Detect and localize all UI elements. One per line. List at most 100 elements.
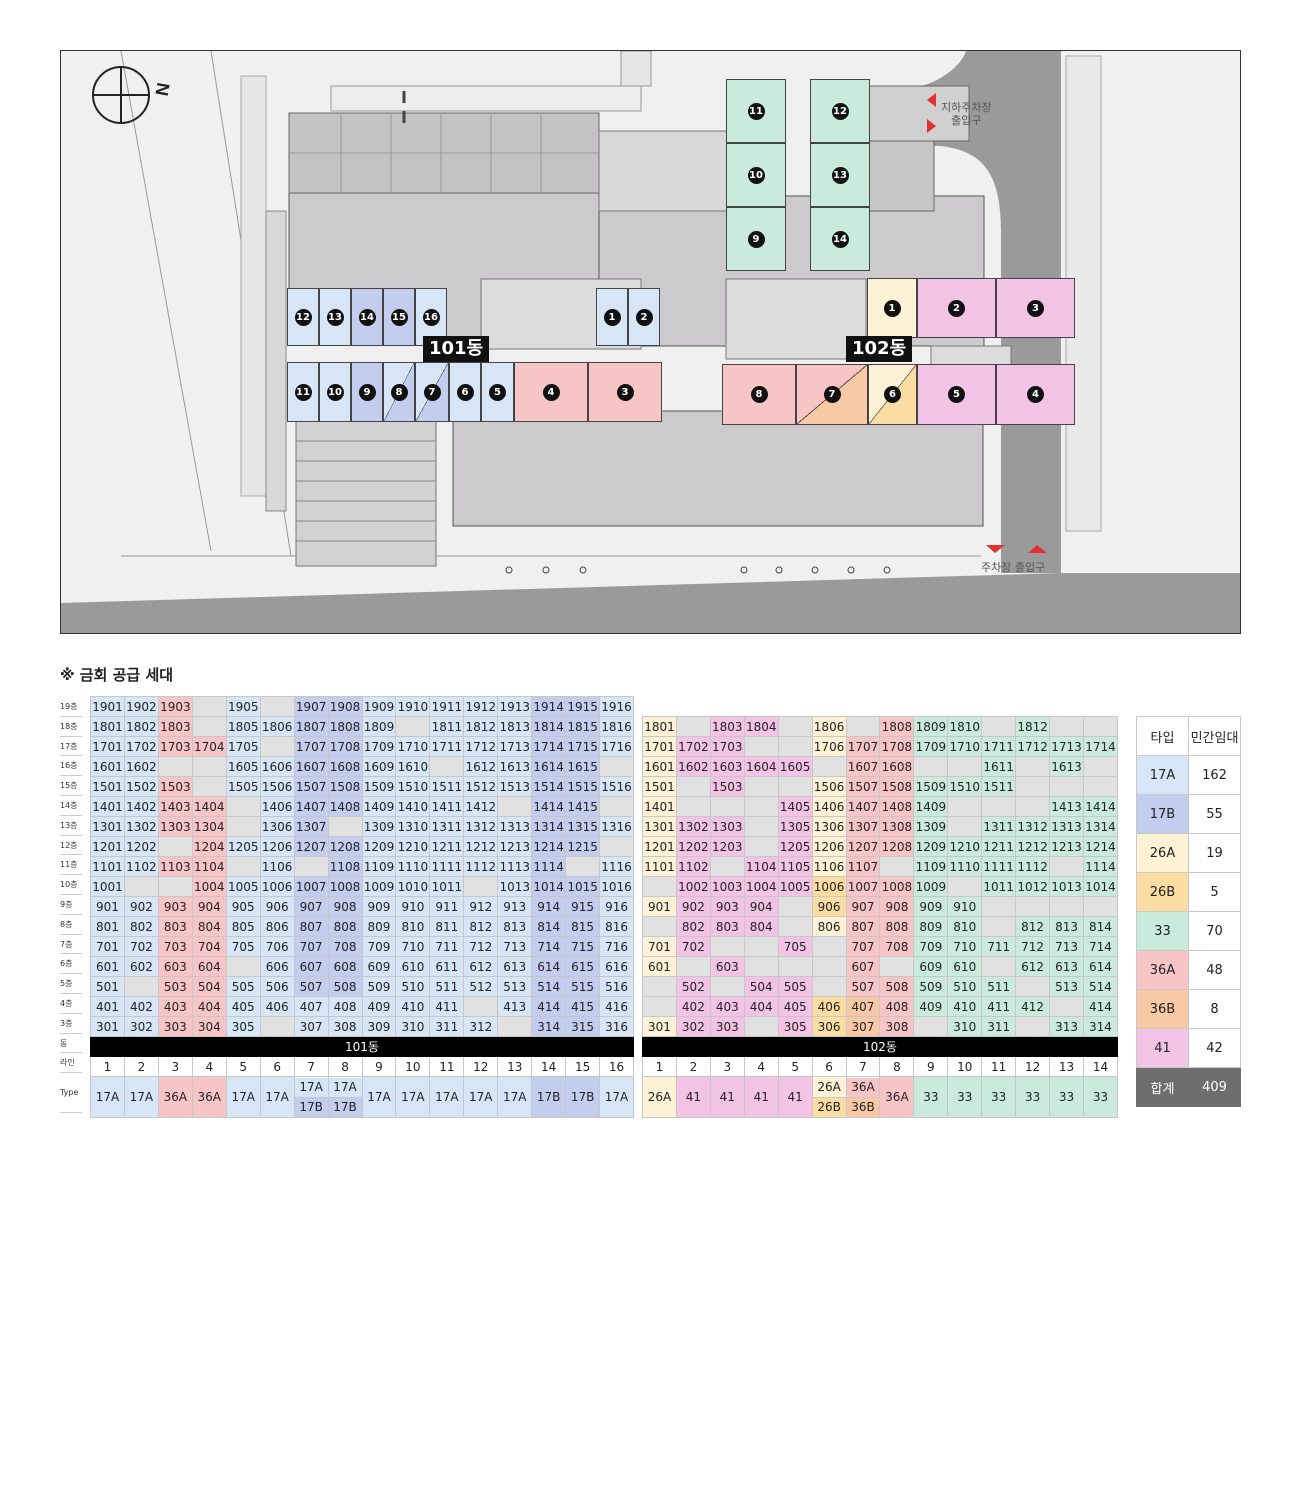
unit-cell: 1203 [709, 836, 745, 857]
unit-cell: 503 [157, 976, 193, 997]
unit-cell: 1909 [361, 696, 397, 717]
unit-cell: 811 [429, 916, 465, 937]
unit-cell [981, 916, 1017, 937]
unit-cell: 508 [327, 976, 363, 997]
unit-cell: 414 [1082, 996, 1119, 1017]
unit-cell: 1301 [90, 816, 125, 837]
unit-cell: 1015 [565, 876, 601, 897]
unit-cell [879, 956, 915, 977]
unit-number-badge: 9 [747, 230, 765, 248]
unit-number-badge: 7 [423, 383, 441, 401]
unit-number-badge: 2 [948, 299, 965, 317]
unit-cell: 708 [879, 936, 915, 957]
unit-cell: 1002 [675, 876, 711, 897]
unit-cell: 1110 [395, 856, 431, 877]
line-number: 15 [565, 1056, 601, 1077]
unit-cell: 1302 [675, 816, 711, 837]
unit-cell [777, 736, 813, 757]
unit-cell: 612 [463, 956, 499, 977]
unit-cell: 1001 [90, 876, 125, 897]
unit-cell: 1009 [913, 876, 949, 897]
type-cell: 17B [531, 1076, 567, 1118]
unit-cell: 705 [777, 936, 813, 957]
unit-cell: 1116 [599, 856, 634, 877]
unit-cell [642, 876, 677, 897]
unit-cell: 813 [497, 916, 533, 937]
unit-cell: 1014 [1082, 876, 1119, 897]
unit-cell [1082, 756, 1119, 777]
unit-cell [1082, 896, 1119, 917]
unit-cell [395, 716, 431, 737]
unit-number-badge: 15 [390, 308, 408, 326]
unit-cell: 808 [879, 916, 915, 937]
unit-cell: 309 [361, 1016, 397, 1037]
unit-cell: 1701 [90, 736, 125, 757]
unit-cell [981, 716, 1017, 737]
unit-cell: 806 [811, 916, 847, 937]
unit-cell: 1011 [981, 876, 1017, 897]
unit-cell: 1306 [259, 816, 295, 837]
unit-cell [497, 1016, 533, 1037]
site-unit-102-13: 13 [810, 143, 870, 207]
unit-cell: 308 [327, 1016, 363, 1037]
type-cell: 17A [429, 1076, 465, 1118]
unit-cell: 314 [531, 1016, 567, 1037]
unit-cell: 506 [259, 976, 295, 997]
unit-cell: 1715 [565, 736, 601, 757]
unit-cell: 1007 [293, 876, 329, 897]
unit-cell [743, 836, 779, 857]
unit-cell: 1207 [845, 836, 881, 857]
type-cell: 17A [599, 1076, 634, 1118]
floor-label: 10층 [60, 875, 82, 895]
line-number: 5 [225, 1056, 261, 1077]
unit-cell: 1907 [293, 696, 329, 717]
unit-cell: 1412 [463, 796, 499, 817]
unit-cell: 1607 [293, 756, 329, 777]
unit-cell: 1406 [259, 796, 295, 817]
line-number: 12 [1015, 1056, 1051, 1077]
unit-cell: 1712 [463, 736, 499, 757]
site-unit-101-3: 3 [588, 362, 662, 422]
unit-cell: 1014 [531, 876, 567, 897]
unit-cell: 702 [123, 936, 159, 957]
unit-cell: 606 [259, 956, 295, 977]
type-cell: 36A [191, 1076, 227, 1118]
unit-cell: 1508 [879, 776, 915, 797]
unit-cell [1049, 996, 1084, 1017]
type-label: 26A [813, 1077, 846, 1098]
unit-cell: 1303 [157, 816, 193, 837]
site-unit-101-9: 9 [351, 362, 383, 422]
unit-cell: 416 [599, 996, 634, 1017]
unit-cell [225, 956, 261, 977]
unit-cell: 907 [293, 896, 329, 917]
unit-cell: 1710 [395, 736, 431, 757]
unit-cell: 406 [259, 996, 295, 1017]
unit-cell [225, 856, 261, 877]
unit-cell [981, 956, 1017, 977]
unit-cell: 302 [675, 1016, 711, 1037]
unit-cell: 1511 [981, 776, 1017, 797]
unit-cell [675, 776, 711, 797]
unit-cell: 1806 [811, 716, 847, 737]
unit-number-badge: 1 [883, 299, 901, 317]
unit-cell: 1508 [327, 776, 363, 797]
line-number: 10 [395, 1056, 431, 1077]
site-unit-102-12: 12 [810, 79, 870, 143]
type-cell: 41 [743, 1076, 779, 1118]
line-number: 6 [811, 1056, 847, 1077]
unit-cell: 1108 [327, 856, 363, 877]
unit-cell: 610 [947, 956, 983, 977]
unit-number-badge: 3 [1027, 299, 1044, 317]
unit-cell [191, 696, 227, 717]
unit-cell: 1601 [642, 756, 677, 777]
unit-cell: 1109 [361, 856, 397, 877]
unit-cell: 701 [642, 936, 677, 957]
type-label: 36B [847, 1097, 879, 1117]
unit-cell [225, 816, 261, 837]
